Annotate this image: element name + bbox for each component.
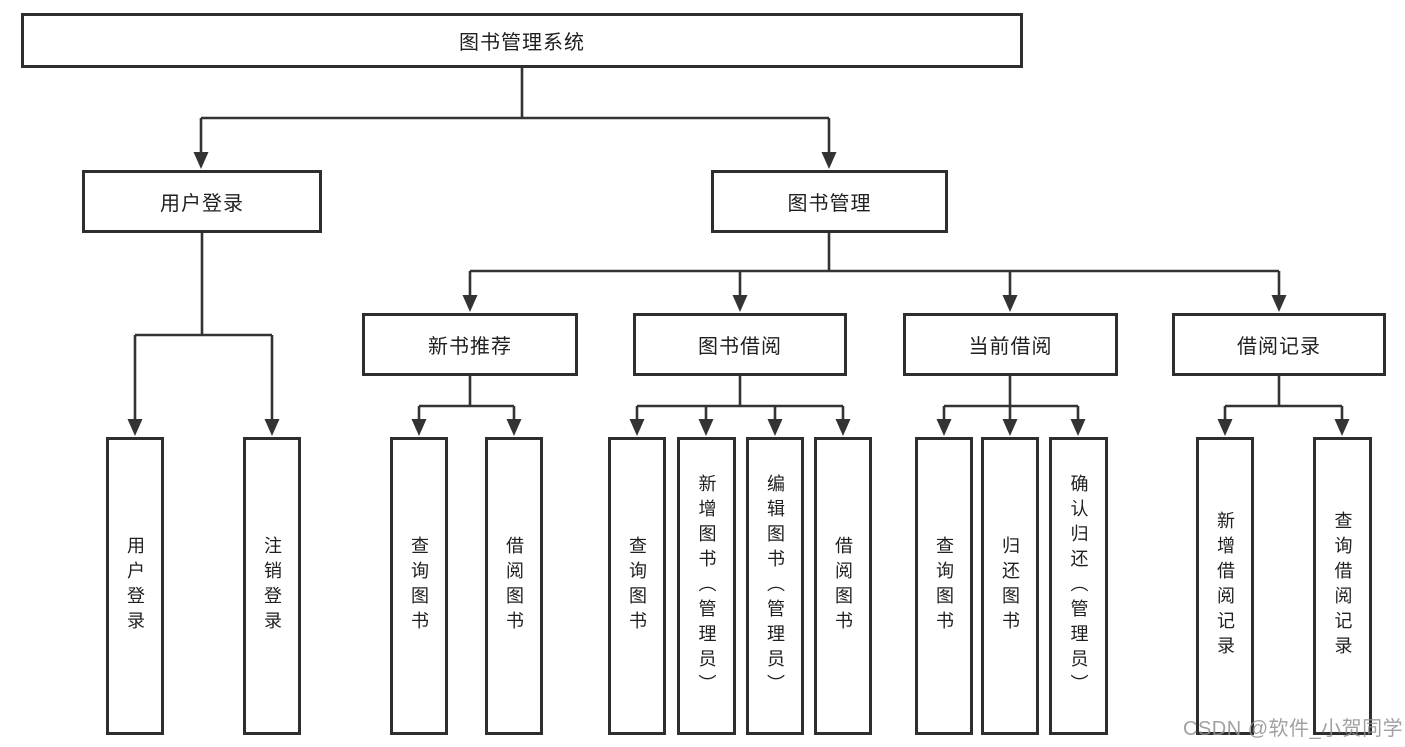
leaf-recommend-query-books: 查询图书 (390, 437, 448, 735)
node-library-management-system: 图书管理系统 (21, 13, 1023, 68)
node-borrowing-records: 借阅记录 (1172, 313, 1386, 376)
leaf-borrowing-edit-books-admin: 编辑图书（管理员） (746, 437, 804, 735)
csdn-watermark: CSDN @软件_小贺同学 (1183, 718, 1404, 740)
leaf-current-query-books: 查询图书 (915, 437, 973, 735)
leaf-borrowing-add-books-admin: 新增图书（管理员） (677, 437, 736, 735)
node-new-book-recommendation: 新书推荐 (362, 313, 578, 376)
leaf-recommend-borrow-books: 借阅图书 (485, 437, 543, 735)
node-user-login: 用户登录 (82, 170, 322, 233)
node-current-borrowing: 当前借阅 (903, 313, 1118, 376)
leaf-borrowing-borrow-books: 借阅图书 (814, 437, 872, 735)
leaf-user-login: 用户登录 (106, 437, 164, 735)
leaf-records-query-record: 查询借阅记录 (1313, 437, 1372, 735)
leaf-current-return-books: 归还图书 (981, 437, 1039, 735)
leaf-current-confirm-return-admin: 确认归还（管理员） (1049, 437, 1108, 735)
leaf-borrowing-query-books: 查询图书 (608, 437, 666, 735)
node-book-management: 图书管理 (711, 170, 948, 233)
node-book-borrowing: 图书借阅 (633, 313, 847, 376)
leaf-records-add-record: 新增借阅记录 (1196, 437, 1254, 735)
leaf-logout: 注销登录 (243, 437, 301, 735)
